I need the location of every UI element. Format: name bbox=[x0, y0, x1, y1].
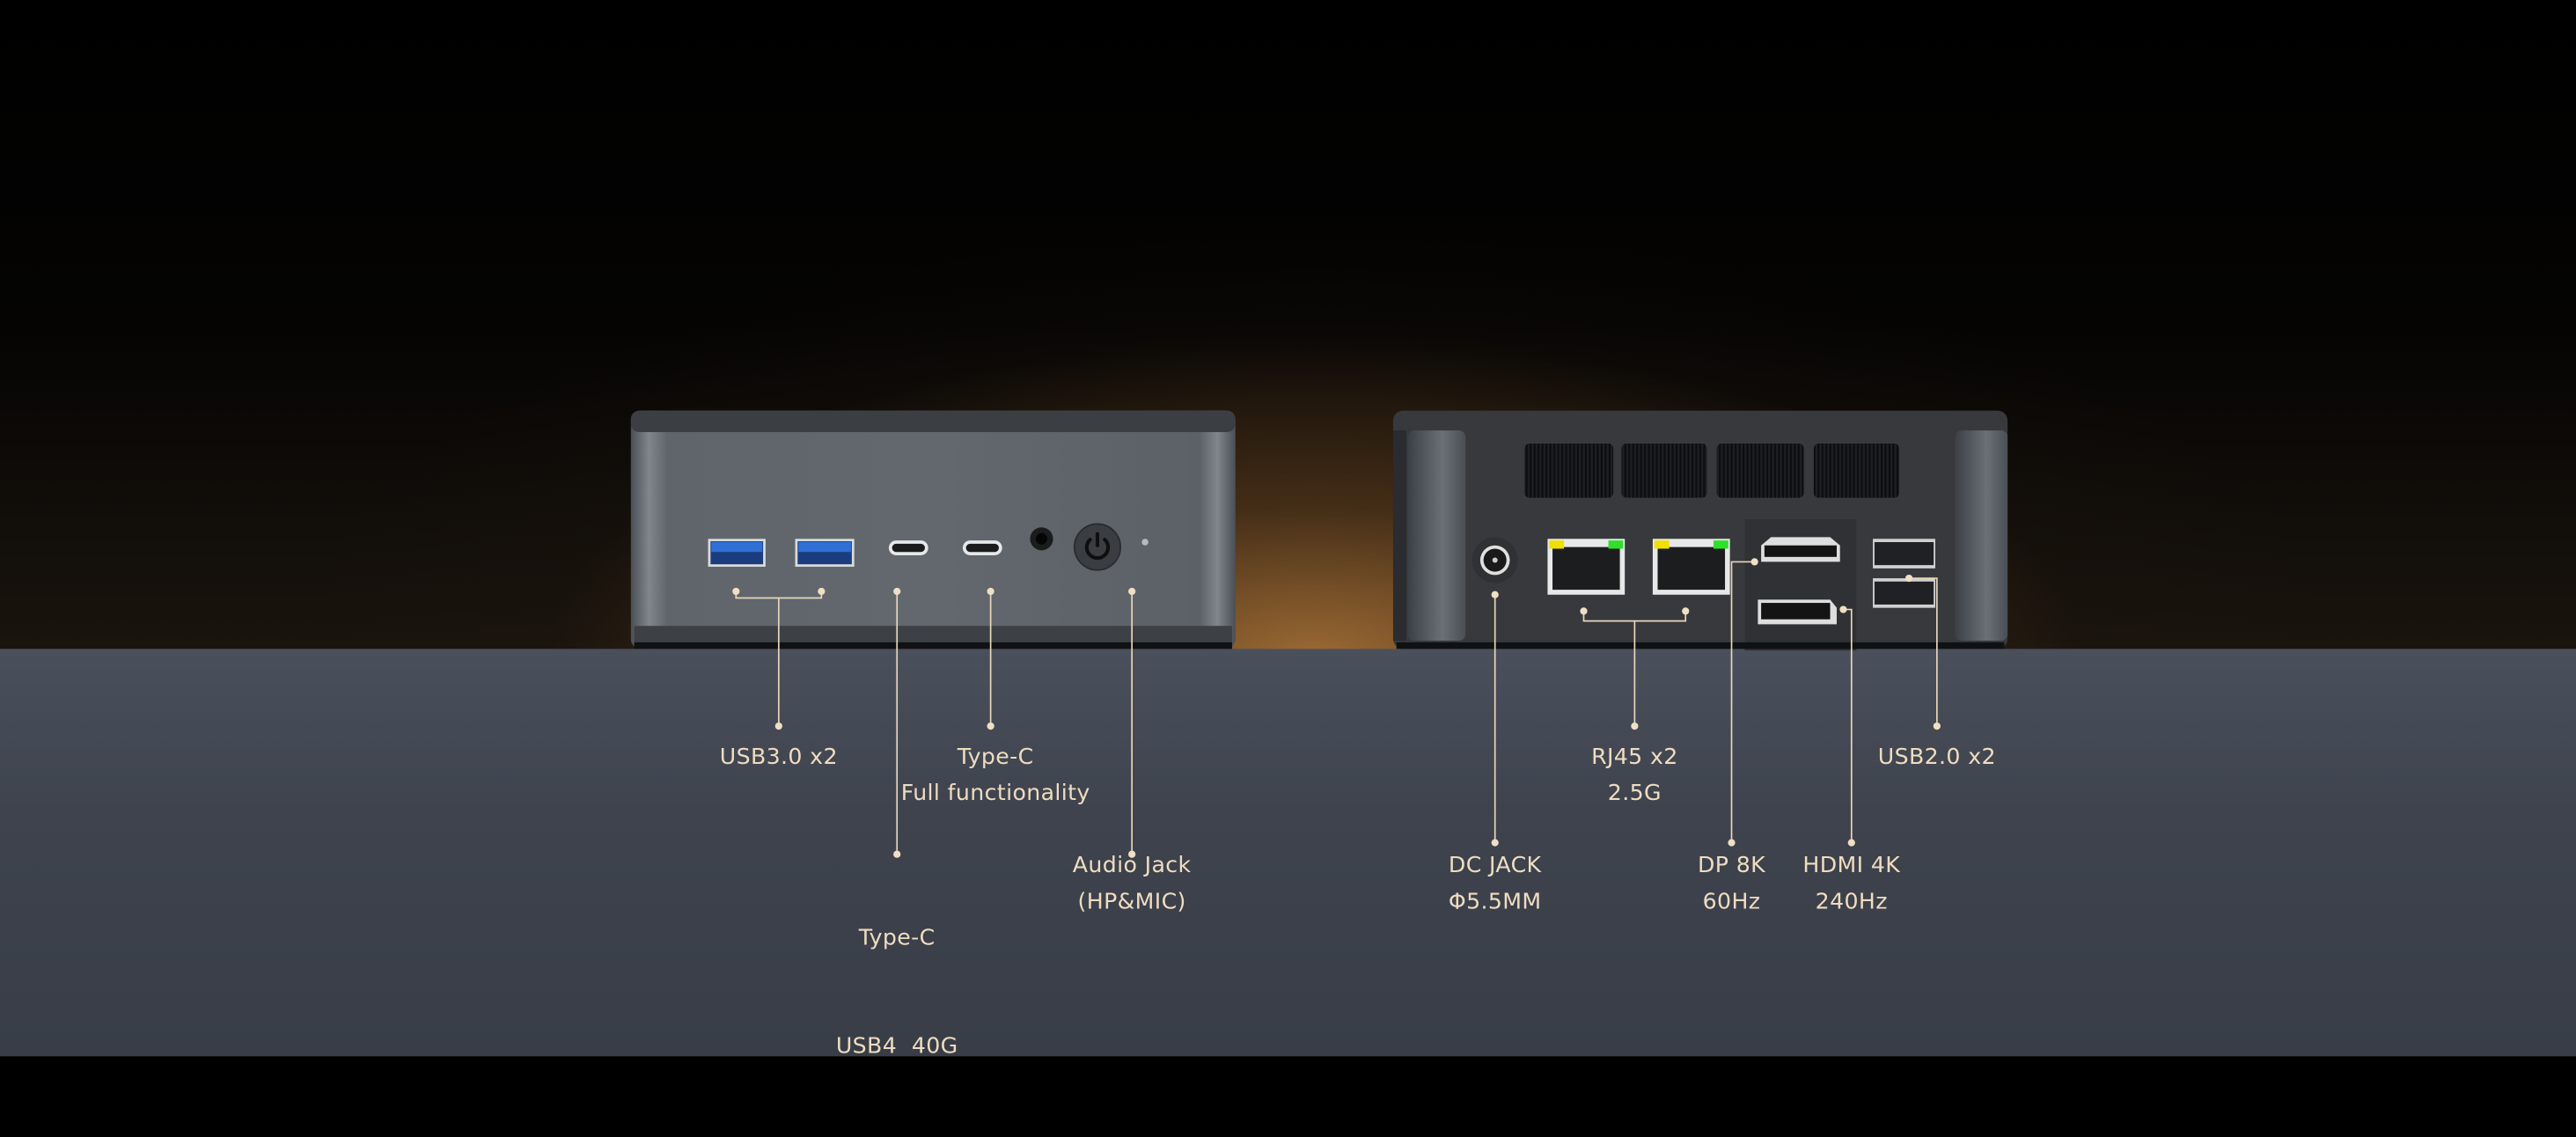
rear-shadow bbox=[1396, 642, 2005, 649]
vent-grille bbox=[1716, 444, 1804, 498]
label-typec-usb4: Type-C USB4 40G bbox=[836, 847, 958, 1137]
label-dp: DP 8K 60Hz bbox=[1698, 847, 1765, 920]
label-audio-jack: Audio Jack (HP&MIC) bbox=[1073, 847, 1192, 920]
dot bbox=[1839, 605, 1847, 613]
label-line: Φ5.5MM bbox=[1448, 888, 1542, 915]
rj45-port-2 bbox=[1652, 539, 1730, 595]
usb3-port-2 bbox=[795, 539, 855, 568]
usb3-port-1 bbox=[708, 539, 766, 568]
devices-illustration bbox=[630, 410, 2008, 858]
front-chassis bbox=[630, 410, 1236, 649]
label-line: USB4 40G bbox=[835, 1033, 958, 1060]
power-icon[interactable] bbox=[1073, 523, 1122, 571]
vent-grille bbox=[1813, 444, 1899, 498]
label-line: (HP&MIC) bbox=[1077, 888, 1186, 915]
label-usb2: USB2.0 x2 bbox=[1878, 739, 1996, 775]
floor-surface bbox=[0, 649, 2576, 1057]
dark-backdrop bbox=[0, 0, 2576, 651]
dc-jack-pin bbox=[1492, 557, 1498, 563]
label-line: 240Hz bbox=[1815, 888, 1888, 915]
rear-pillar-right bbox=[1955, 430, 2008, 642]
rear-pillar-left bbox=[1407, 430, 1466, 642]
dot bbox=[1905, 574, 1913, 583]
dot bbox=[1491, 839, 1499, 847]
front-top-cap bbox=[630, 410, 1236, 432]
label-line: Audio Jack bbox=[1072, 852, 1192, 879]
label-line: USB2.0 x2 bbox=[1877, 744, 1996, 771]
dot bbox=[1128, 850, 1136, 858]
label-hdmi: HDMI 4K 240Hz bbox=[1802, 847, 1900, 920]
product-port-diagram: USB3.0 x2 Type-C Full functionality Type… bbox=[0, 0, 2576, 1060]
audio-jack-hole bbox=[1035, 532, 1048, 545]
dot bbox=[1580, 607, 1588, 615]
dot bbox=[987, 587, 994, 596]
rear-device bbox=[1392, 410, 2008, 651]
leader-usb2 bbox=[1909, 577, 1938, 727]
typec-full-port-inner bbox=[965, 543, 999, 553]
dot bbox=[774, 722, 782, 730]
label-line: Type-C bbox=[957, 744, 1034, 771]
dot bbox=[1750, 558, 1758, 566]
dot bbox=[1631, 722, 1639, 730]
leader-rj45 bbox=[1582, 611, 1687, 727]
label-rj45: RJ45 x2 2.5G bbox=[1591, 739, 1678, 811]
usb2-port-1-inner bbox=[1874, 542, 1934, 566]
dot bbox=[1847, 839, 1855, 847]
dot bbox=[1933, 722, 1941, 730]
label-usb3: USB3.0 x2 bbox=[720, 739, 838, 775]
label-line: 60Hz bbox=[1702, 888, 1761, 915]
vent-grille bbox=[1621, 444, 1707, 498]
front-shadow bbox=[634, 642, 1233, 649]
usb2-port-2-inner bbox=[1874, 581, 1934, 605]
label-line: DP 8K bbox=[1697, 852, 1766, 879]
status-led bbox=[1141, 539, 1149, 546]
label-line: Type-C bbox=[858, 924, 936, 951]
dp-port-inner bbox=[1761, 603, 1831, 620]
label-typec-full: Type-C Full functionality bbox=[901, 739, 1090, 811]
dot bbox=[818, 587, 826, 596]
dot bbox=[987, 722, 994, 730]
leader-dp bbox=[1730, 561, 1755, 843]
typec-usb4-port-inner bbox=[892, 543, 925, 553]
label-line: DC JACK bbox=[1448, 852, 1542, 879]
label-line: RJ45 x2 bbox=[1591, 744, 1678, 771]
label-line: 2.5G bbox=[1607, 780, 1662, 807]
dot bbox=[893, 587, 901, 596]
label-line: USB3.0 x2 bbox=[719, 744, 838, 771]
dot bbox=[893, 850, 901, 858]
vent-grille bbox=[1524, 444, 1614, 498]
dot bbox=[732, 587, 740, 596]
label-dc-jack: DC JACK Φ5.5MM bbox=[1449, 847, 1542, 920]
dot bbox=[1728, 839, 1736, 847]
leader-dots bbox=[732, 558, 1941, 858]
dot bbox=[1682, 607, 1690, 615]
hdmi-port-inner bbox=[1764, 545, 1837, 557]
dot bbox=[1491, 591, 1499, 598]
rj45-port-1 bbox=[1547, 539, 1626, 595]
dot bbox=[1128, 587, 1136, 596]
label-line: Full functionality bbox=[900, 780, 1090, 807]
label-line: HDMI 4K bbox=[1802, 852, 1901, 879]
rear-side-edge bbox=[1392, 430, 1406, 642]
front-device bbox=[630, 410, 1236, 649]
